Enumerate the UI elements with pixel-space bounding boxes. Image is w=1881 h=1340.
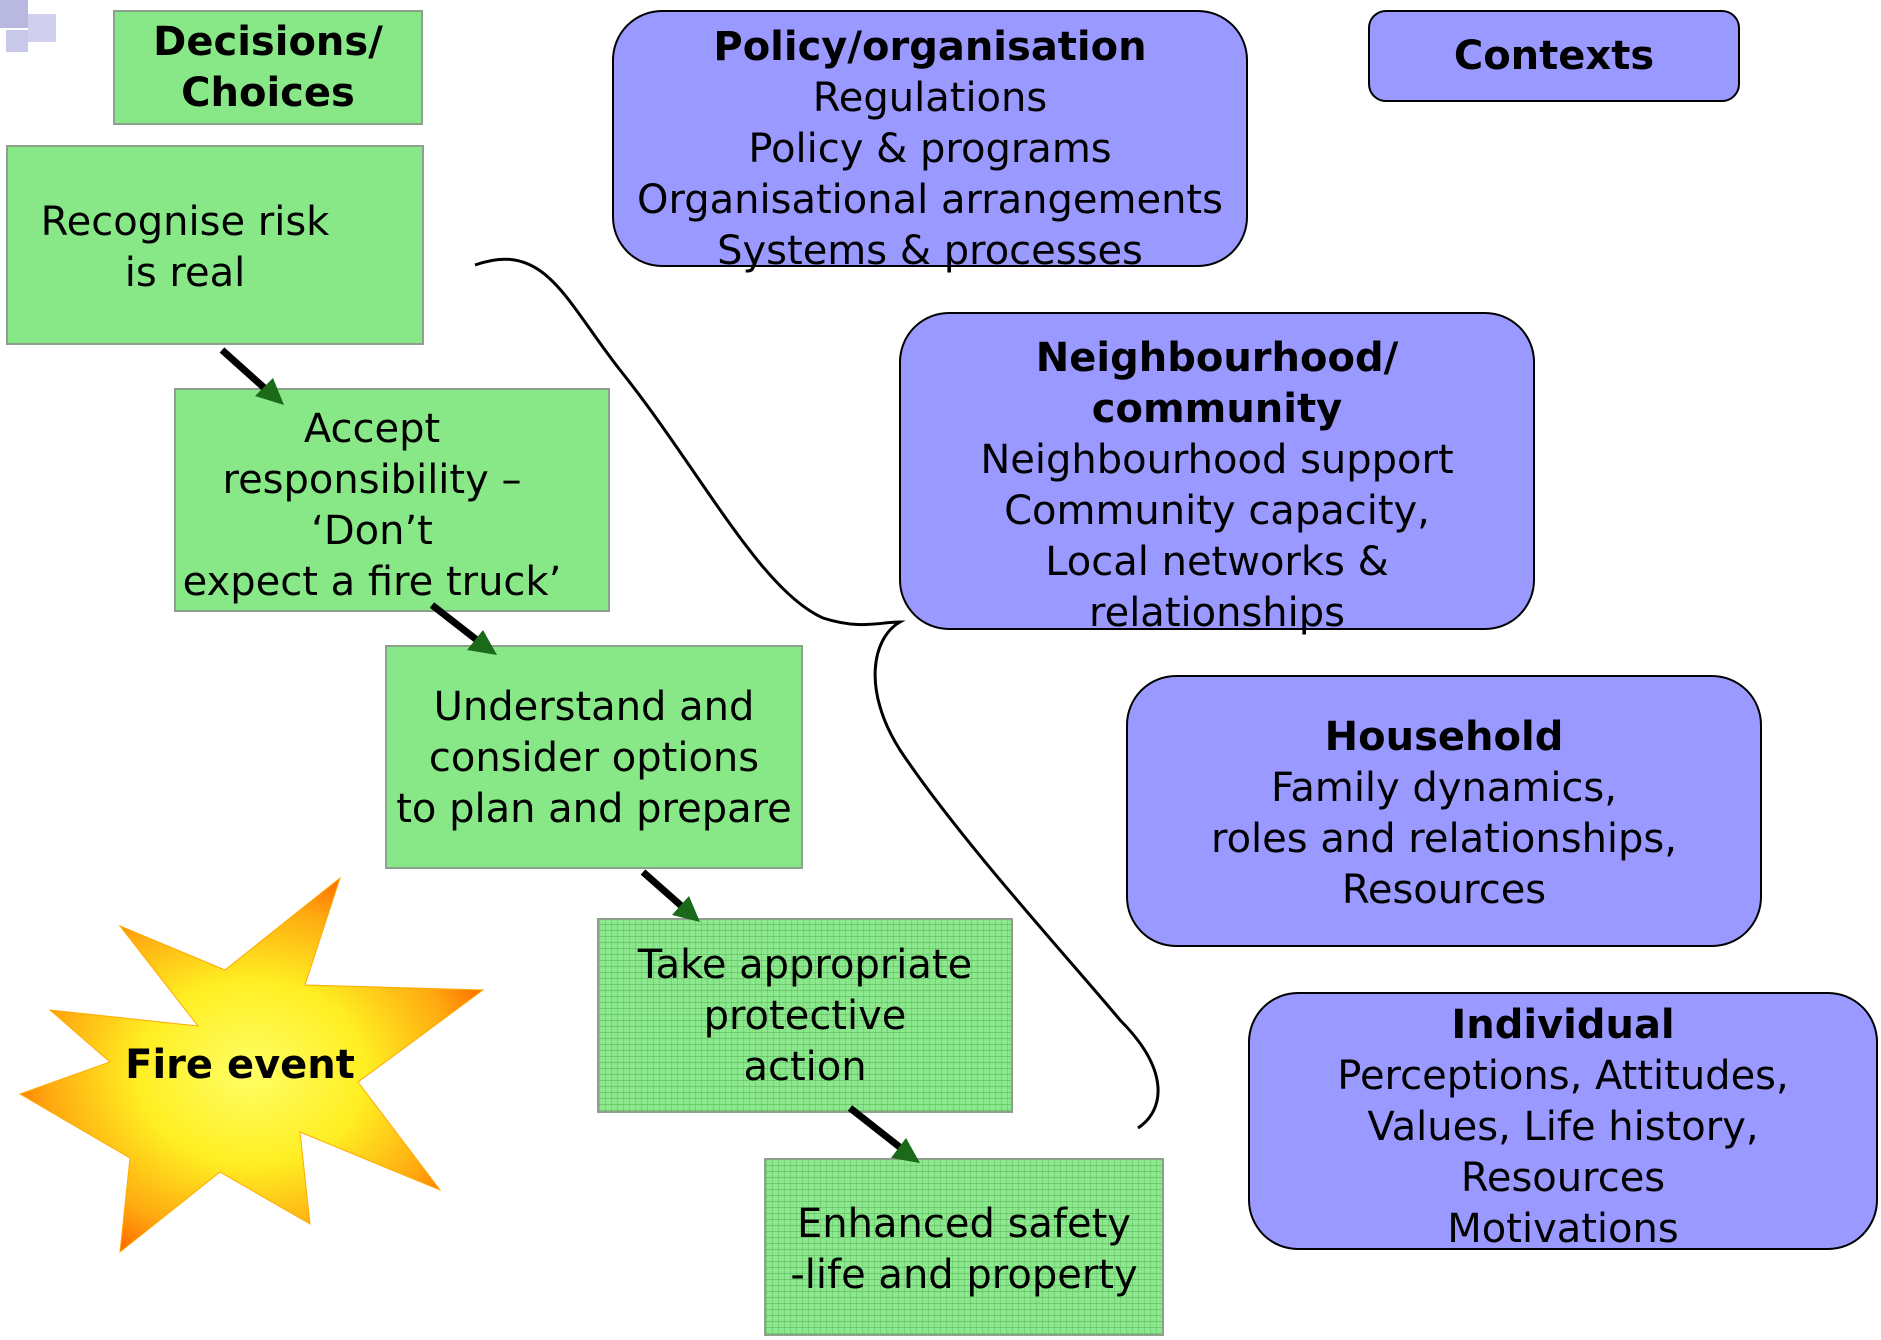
context-title: Policy/organisation xyxy=(713,24,1147,70)
fire-event-label: Fire event xyxy=(125,1042,355,1088)
context-item: Values, Life history, xyxy=(1367,1104,1759,1150)
context-item: Family dynamics, xyxy=(1271,765,1617,811)
step-line: is real xyxy=(124,250,246,296)
context-neighbourhood-community: Neighbourhood/ community Neighbourhood s… xyxy=(899,312,1535,636)
step-line: to plan and prepare xyxy=(396,786,792,832)
step-line: -life and property xyxy=(790,1252,1138,1298)
step-enhanced-safety: Enhanced safety -life and property xyxy=(764,1158,1164,1336)
context-title: Household xyxy=(1324,714,1564,760)
context-item: Resources xyxy=(1460,1155,1666,1201)
step-accept-responsibility: Accept responsibility – ‘Don’t expect a … xyxy=(174,388,610,612)
step-protective-action: Take appropriate protective action xyxy=(597,918,1013,1113)
decisions-header-line1: Decisions/ xyxy=(153,18,383,65)
step-line: Accept xyxy=(303,406,441,452)
contexts-header: Contexts xyxy=(1368,10,1740,102)
step-line: ‘Don’t xyxy=(311,508,433,554)
context-item: Policy & programs xyxy=(748,126,1112,172)
context-item: Systems & processes xyxy=(717,228,1143,274)
fire-burst-shape xyxy=(18,876,485,1254)
context-title: Neighbourhood/ xyxy=(1035,335,1399,381)
contexts-header-label: Contexts xyxy=(1453,32,1655,79)
decisions-header-line2: Choices xyxy=(181,69,355,116)
context-item: Resources xyxy=(1341,867,1547,913)
decisions-header: Decisions/ Choices xyxy=(113,10,423,125)
context-brace xyxy=(474,257,1160,1130)
context-item: roles and relationships, xyxy=(1211,816,1677,862)
step-line: expect a fire truck’ xyxy=(182,559,562,605)
context-title: community xyxy=(1091,386,1343,432)
flow-arrow xyxy=(429,602,497,655)
context-item: Organisational arrangements xyxy=(637,177,1223,223)
context-item: Community capacity, xyxy=(1004,488,1430,534)
context-item: Neighbourhood support xyxy=(980,437,1454,483)
step-line: protective xyxy=(703,993,907,1039)
flow-arrow xyxy=(640,869,700,922)
flow-arrow xyxy=(847,1105,920,1163)
context-item: Local networks & xyxy=(1045,539,1389,585)
step-line: Recognise risk xyxy=(40,199,330,245)
flow-arrow xyxy=(219,347,284,405)
context-item: Perceptions, Attitudes, xyxy=(1337,1053,1789,1099)
step-line: Enhanced safety xyxy=(797,1201,1131,1247)
step-recognise-risk: Recognise risk is real xyxy=(6,145,424,345)
slide-corner-mark xyxy=(0,0,56,52)
context-item: relationships xyxy=(1089,590,1345,636)
step-line: Take appropriate xyxy=(637,942,973,988)
step-line: action xyxy=(743,1044,867,1090)
step-line: responsibility – xyxy=(222,457,522,503)
step-line: consider options xyxy=(428,735,760,781)
context-item: Regulations xyxy=(812,75,1048,121)
context-policy-organisation: Policy/organisation Regulations Policy &… xyxy=(612,10,1248,274)
context-title: Individual xyxy=(1451,1002,1675,1048)
step-line: Understand and xyxy=(433,684,755,730)
context-item: Motivations xyxy=(1447,1206,1679,1252)
context-household: Household Family dynamics, roles and rel… xyxy=(1126,675,1762,947)
context-individual: Individual Perceptions, Attitudes, Value… xyxy=(1248,992,1878,1252)
step-understand-options: Understand and consider options to plan … xyxy=(385,645,803,869)
